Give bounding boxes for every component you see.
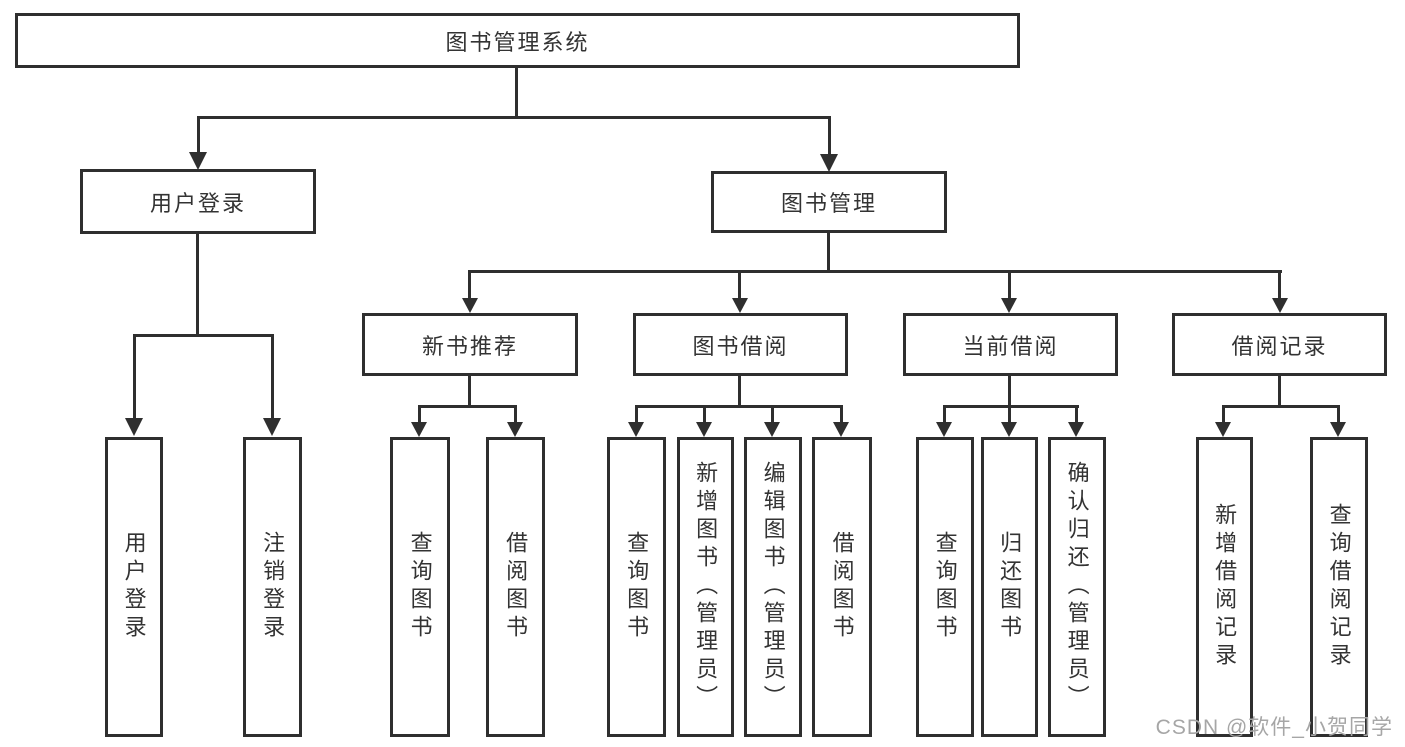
connector-drop-borrow-record: [1278, 270, 1281, 298]
arrowhead-down-icon: [411, 422, 427, 437]
arrowhead-down-icon: [732, 298, 748, 313]
connector-user-stem: [196, 234, 199, 336]
node-new-book-rec-label: 新书推荐: [421, 333, 518, 359]
leaf-user-login-label: 用户登录: [121, 531, 147, 643]
connector-drop: [1222, 405, 1225, 423]
node-root-system: 图书管理系统: [15, 13, 1020, 68]
node-current-borrow-label: 当前借阅: [962, 333, 1059, 359]
connector-drop: [840, 405, 843, 423]
arrowhead-down-icon: [833, 422, 849, 437]
connector-current-rail: [943, 405, 1079, 408]
connector-borrow-stem: [738, 376, 741, 408]
leaf-query-borrow-record: 查询借阅记录: [1310, 437, 1368, 737]
arrowhead-down-icon: [1272, 298, 1288, 313]
leaf-confirm-return-admin: 确认归还（管理员）: [1048, 437, 1106, 737]
connector-drop-leaf-logout: [271, 334, 274, 419]
arrowhead-down-icon: [1215, 422, 1231, 437]
connector-drop: [1075, 405, 1078, 423]
leaf-query-book-2-label: 查询图书: [624, 531, 650, 643]
connector-drop: [1337, 405, 1340, 423]
arrowhead-down-icon: [507, 422, 523, 437]
connector-user-rail: [133, 334, 273, 337]
leaf-query-borrow-record-label: 查询借阅记录: [1326, 503, 1352, 671]
arrowhead-down-icon: [1068, 422, 1084, 437]
connector-drop-book-mgmt: [828, 116, 831, 155]
connector-mgmt-stem: [827, 233, 830, 272]
connector-borrow-rail: [635, 405, 843, 408]
leaf-query-book-3: 查询图书: [916, 437, 974, 737]
leaf-borrow-book-1: 借阅图书: [486, 437, 545, 737]
node-root-label: 图书管理系统: [445, 29, 590, 55]
leaf-borrow-book-1-label: 借阅图书: [503, 531, 529, 643]
arrowhead-down-icon: [125, 418, 143, 436]
arrowhead-down-icon: [462, 298, 478, 313]
connector-drop-leaf-login: [133, 334, 136, 419]
leaf-edit-book-admin-label: 编辑图书（管理员）: [760, 461, 786, 713]
arrowhead-down-icon: [263, 418, 281, 436]
leaf-borrow-book-2: 借阅图书: [812, 437, 872, 737]
connector-current-stem: [1008, 376, 1011, 408]
arrowhead-down-icon: [628, 422, 644, 437]
leaf-query-book-1-label: 查询图书: [407, 531, 433, 643]
arrowhead-down-icon: [820, 154, 838, 172]
arrowhead-down-icon: [696, 422, 712, 437]
connector-drop-current-borrow: [1008, 270, 1011, 298]
connector-drop: [635, 405, 638, 423]
connector-drop: [771, 405, 774, 423]
leaf-query-book-1: 查询图书: [390, 437, 450, 737]
leaf-logout-label: 注销登录: [260, 531, 286, 643]
node-book-mgmt-label: 图书管理: [780, 191, 877, 216]
node-user-login: 用户登录: [80, 169, 316, 234]
node-book-mgmt: 图书管理: [711, 171, 947, 233]
leaf-return-book-label: 归还图书: [997, 531, 1023, 643]
leaf-add-book-admin: 新增图书（管理员）: [677, 437, 734, 737]
connector-mgmt-rail: [469, 270, 1282, 273]
node-book-borrow: 图书借阅: [633, 313, 848, 376]
node-book-borrow-label: 图书借阅: [692, 333, 789, 359]
connector-newbook-stem: [468, 376, 471, 408]
connector-drop-user-login: [197, 116, 200, 154]
connector-record-stem: [1278, 376, 1281, 408]
connector-root-stem: [515, 68, 518, 118]
leaf-query-book-3-label: 查询图书: [932, 531, 958, 643]
connector-drop: [418, 405, 421, 423]
leaf-borrow-book-2-label: 借阅图书: [829, 531, 855, 643]
leaf-edit-book-admin: 编辑图书（管理员）: [744, 437, 802, 737]
connector-drop-new-book: [468, 270, 471, 298]
arrowhead-down-icon: [1330, 422, 1346, 437]
arrowhead-down-icon: [189, 152, 207, 170]
node-current-borrow: 当前借阅: [903, 313, 1118, 376]
connector-record-rail: [1222, 405, 1340, 408]
leaf-logout: 注销登录: [243, 437, 302, 737]
connector-drop-book-borrow: [738, 270, 741, 298]
connector-drop: [1008, 405, 1011, 423]
connector-root-rail: [197, 116, 831, 119]
leaf-add-borrow-record: 新增借阅记录: [1196, 437, 1253, 737]
node-borrow-record: 借阅记录: [1172, 313, 1387, 376]
arrowhead-down-icon: [936, 422, 952, 437]
connector-drop: [514, 405, 517, 423]
arrowhead-down-icon: [764, 422, 780, 437]
node-new-book-rec: 新书推荐: [362, 313, 578, 376]
leaf-user-login: 用户登录: [105, 437, 163, 737]
node-borrow-record-label: 借阅记录: [1231, 333, 1328, 359]
connector-newbook-rail: [418, 405, 517, 408]
leaf-return-book: 归还图书: [981, 437, 1038, 737]
connector-drop: [703, 405, 706, 423]
arrowhead-down-icon: [1001, 422, 1017, 437]
leaf-confirm-return-admin-label: 确认归还（管理员）: [1064, 461, 1090, 713]
connector-drop: [943, 405, 946, 423]
leaf-add-borrow-record-label: 新增借阅记录: [1212, 503, 1238, 671]
leaf-add-book-admin-label: 新增图书（管理员）: [693, 461, 719, 713]
leaf-query-book-2: 查询图书: [607, 437, 666, 737]
node-user-login-label: 用户登录: [149, 190, 246, 216]
arrowhead-down-icon: [1001, 298, 1017, 313]
